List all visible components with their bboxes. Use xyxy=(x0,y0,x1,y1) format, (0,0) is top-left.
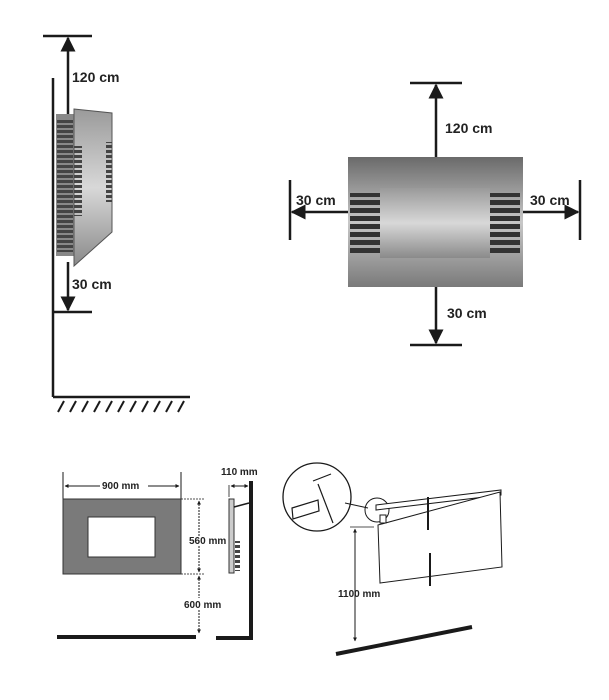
depth-label: 110 mm xyxy=(221,467,258,478)
front-right-clearance-label: 30 cm xyxy=(530,192,570,208)
height-label: 560 mm xyxy=(189,536,226,547)
wall-mount-view xyxy=(282,462,503,656)
front-view xyxy=(288,81,582,347)
mount-height-label: 1100 mm xyxy=(338,589,380,600)
side-top-clearance-label: 120 cm xyxy=(72,69,119,85)
dimension-side xyxy=(216,481,253,640)
side-bottom-clearance-label: 30 cm xyxy=(72,276,112,292)
front-top-clearance-label: 120 cm xyxy=(445,120,492,136)
front-left-clearance-label: 30 cm xyxy=(296,192,336,208)
width-label: 900 mm xyxy=(102,481,139,492)
dimension-front xyxy=(57,472,205,639)
front-bottom-clearance-label: 30 cm xyxy=(447,305,487,321)
floor-gap-label: 600 mm xyxy=(184,600,221,611)
side-view xyxy=(43,34,190,413)
bracket-detail-magnifier xyxy=(282,462,352,532)
